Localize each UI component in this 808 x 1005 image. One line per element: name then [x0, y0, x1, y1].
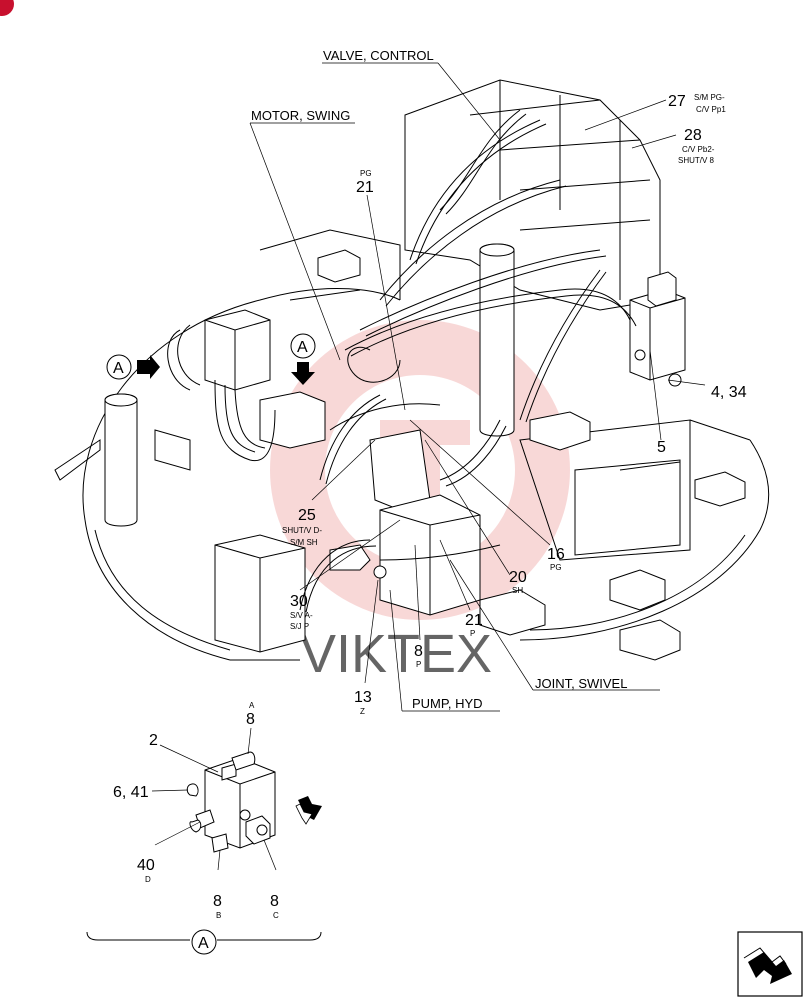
callout-8-p: 8 P	[414, 643, 423, 669]
view-arrow-a-left: A	[106, 354, 160, 380]
detail-callout-40: 40 D	[137, 857, 155, 884]
svg-text:PG: PG	[550, 563, 562, 572]
svg-text:4, 34: 4, 34	[711, 384, 747, 401]
svg-text:21: 21	[465, 612, 483, 629]
svg-text:SH: SH	[512, 586, 523, 595]
detail-callout-2: 2	[149, 732, 158, 749]
svg-text:C/V Pp1: C/V Pp1	[696, 105, 726, 114]
callout-5: 5	[657, 439, 666, 456]
next-page-icon[interactable]	[737, 931, 803, 997]
svg-text:30: 30	[290, 593, 308, 610]
callout-30: 30 S/V A- S/J P	[290, 593, 313, 631]
callout-16: 16 PG	[547, 546, 565, 572]
detail-view-label: A	[198, 935, 209, 952]
svg-text:6, 41: 6, 41	[113, 784, 149, 801]
svg-text:B: B	[216, 911, 221, 920]
svg-text:S/J P: S/J P	[290, 622, 309, 631]
svg-text:8: 8	[213, 893, 222, 910]
callout-21-pg: PG 21	[356, 169, 374, 196]
svg-text:16: 16	[547, 546, 565, 563]
svg-text:C/V Pb2-: C/V Pb2-	[682, 145, 715, 154]
svg-text:40: 40	[137, 857, 155, 874]
detail-view-a	[86, 727, 322, 955]
view-marker-label: A	[297, 339, 308, 356]
detail-callout-8-a: A 8	[246, 701, 255, 728]
svg-text:8: 8	[270, 893, 279, 910]
callout-21-p: 21 P	[465, 612, 483, 638]
label-pump-hyd: PUMP, HYD	[412, 696, 483, 711]
callout-13: 13 Z	[354, 689, 372, 716]
detail-callout-8-b: 8 B	[213, 893, 222, 920]
svg-text:13: 13	[354, 689, 372, 706]
svg-text:25: 25	[298, 507, 316, 524]
detail-callout-8-c: 8 C	[270, 893, 279, 920]
svg-text:21: 21	[356, 179, 374, 196]
hydraulic-hoses	[167, 109, 637, 613]
view-arrow-a-top: A	[290, 333, 316, 385]
leader-lines	[249, 62, 706, 712]
callout-20: 20 SH	[509, 569, 527, 595]
svg-text:PG: PG	[360, 169, 372, 178]
svg-text:20: 20	[509, 569, 527, 586]
upper-frame	[54, 79, 770, 661]
callout-25: 25 SHUT/V D- S/M SH	[282, 507, 322, 547]
svg-text:8: 8	[414, 643, 423, 660]
svg-text:5: 5	[657, 439, 666, 456]
svg-text:P: P	[416, 660, 421, 669]
callout-27: 27 S/M PG- C/V Pp1	[668, 93, 726, 114]
svg-text:P: P	[470, 629, 475, 638]
svg-text:S/V A-: S/V A-	[290, 611, 313, 620]
callout-28: 28 C/V Pb2- SHUT/V 8	[678, 127, 715, 165]
svg-text:SHUT/V 8: SHUT/V 8	[678, 156, 715, 165]
svg-text:2: 2	[149, 732, 158, 749]
label-valve-control: VALVE, CONTROL	[323, 48, 434, 63]
svg-text:27: 27	[668, 93, 686, 110]
detail-callout-6-41: 6, 41	[113, 784, 149, 801]
svg-text:A: A	[249, 701, 255, 710]
svg-text:28: 28	[684, 127, 702, 144]
svg-text:C: C	[273, 911, 279, 920]
svg-text:SHUT/V D-: SHUT/V D-	[282, 526, 322, 535]
svg-text:8: 8	[246, 711, 255, 728]
svg-text:Z: Z	[360, 707, 365, 716]
callout-4-34: 4, 34	[711, 384, 747, 401]
view-marker-label: A	[113, 360, 124, 377]
svg-text:S/M PG-: S/M PG-	[694, 93, 725, 102]
svg-text:D: D	[145, 875, 151, 884]
label-joint-swivel: JOINT, SWIVEL	[535, 676, 627, 691]
corner-marker-icon	[0, 0, 14, 16]
svg-text:S/M SH: S/M SH	[290, 538, 318, 547]
label-motor-swing: MOTOR, SWING	[251, 108, 350, 123]
